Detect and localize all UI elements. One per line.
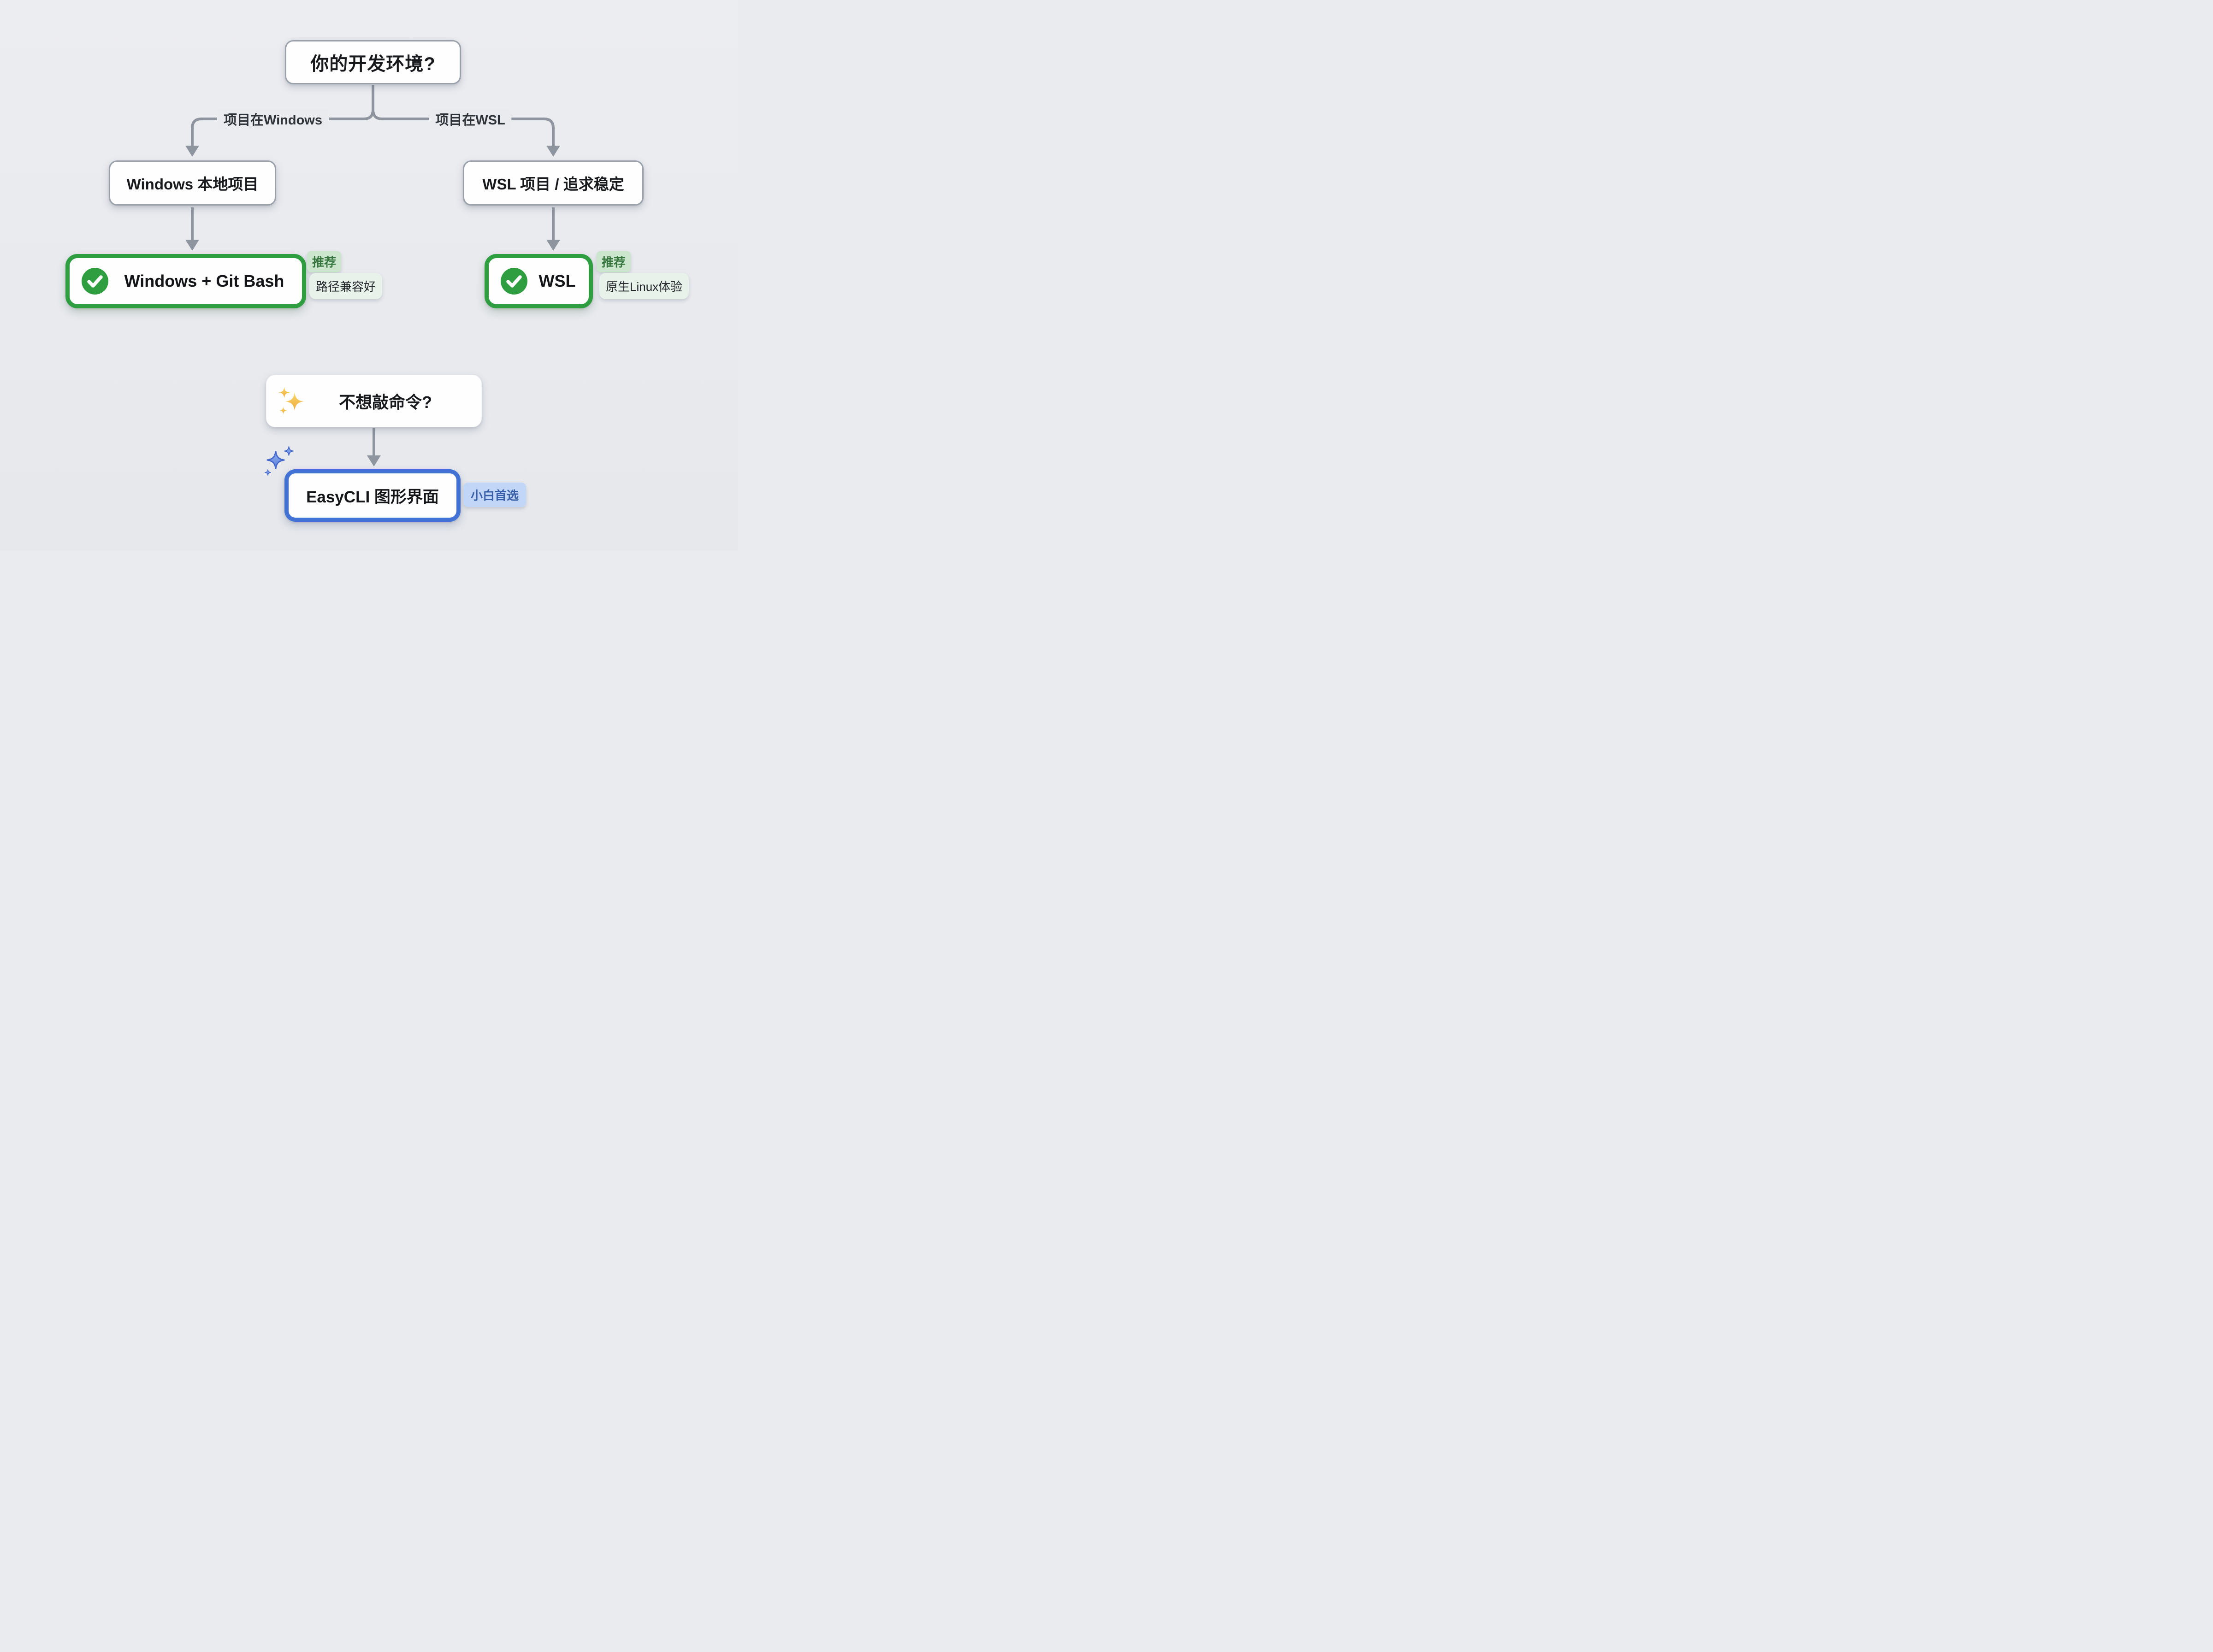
arrowhead-right-result <box>546 240 560 251</box>
recommend-badge-left: 推荐 <box>307 251 342 272</box>
arrowhead-easycli <box>367 455 381 466</box>
alt-question-node: 不想敲命令? <box>266 375 482 427</box>
result-node-wsl: WSL <box>485 254 593 308</box>
blue-sparkles-icon <box>264 446 294 476</box>
alt-question-label: 不想敲命令? <box>339 393 432 412</box>
arrowhead-left-branch <box>185 146 199 157</box>
node-wsl-stable-label: WSL 项目 / 追求稳定 <box>482 176 624 193</box>
result-node-easycli: EasyCLI 图形界面 <box>284 469 461 522</box>
check-circle-icon <box>501 268 527 295</box>
path-compat-note-badge: 路径兼容好 <box>309 273 383 299</box>
result-easycli-label: EasyCLI 图形界面 <box>306 488 439 506</box>
result-node-windows-gitbash: Windows + Git Bash <box>65 254 306 308</box>
node-windows-local-label: Windows 本地项目 <box>126 176 259 193</box>
flowchart-canvas: 你的开发环境? 项目在Windows 项目在WSL Windows 本地项目 W… <box>0 0 738 551</box>
arrowhead-right-branch <box>546 146 560 157</box>
root-question-label: 你的开发环境? <box>310 54 436 74</box>
node-windows-local: Windows 本地项目 <box>109 160 276 206</box>
arrowheads <box>185 146 560 466</box>
root-question-node: 你的开发环境? <box>285 40 461 84</box>
result-wsl-label: WSL <box>538 271 576 290</box>
sparkles-emoji-icon <box>278 387 304 414</box>
node-wsl-stable: WSL 项目 / 追求稳定 <box>463 160 644 206</box>
arrowhead-left-result <box>185 240 199 251</box>
native-linux-note-badge: 原生Linux体验 <box>599 273 689 299</box>
check-circle-icon <box>82 268 108 295</box>
edge-label-left: 项目在Windows <box>217 108 329 130</box>
recommend-badge-right: 推荐 <box>597 251 631 272</box>
beginner-choice-badge: 小白首选 <box>463 483 527 507</box>
edge-label-right: 项目在WSL <box>429 108 512 130</box>
result-windows-gitbash-label: Windows + Git Bash <box>124 271 284 290</box>
